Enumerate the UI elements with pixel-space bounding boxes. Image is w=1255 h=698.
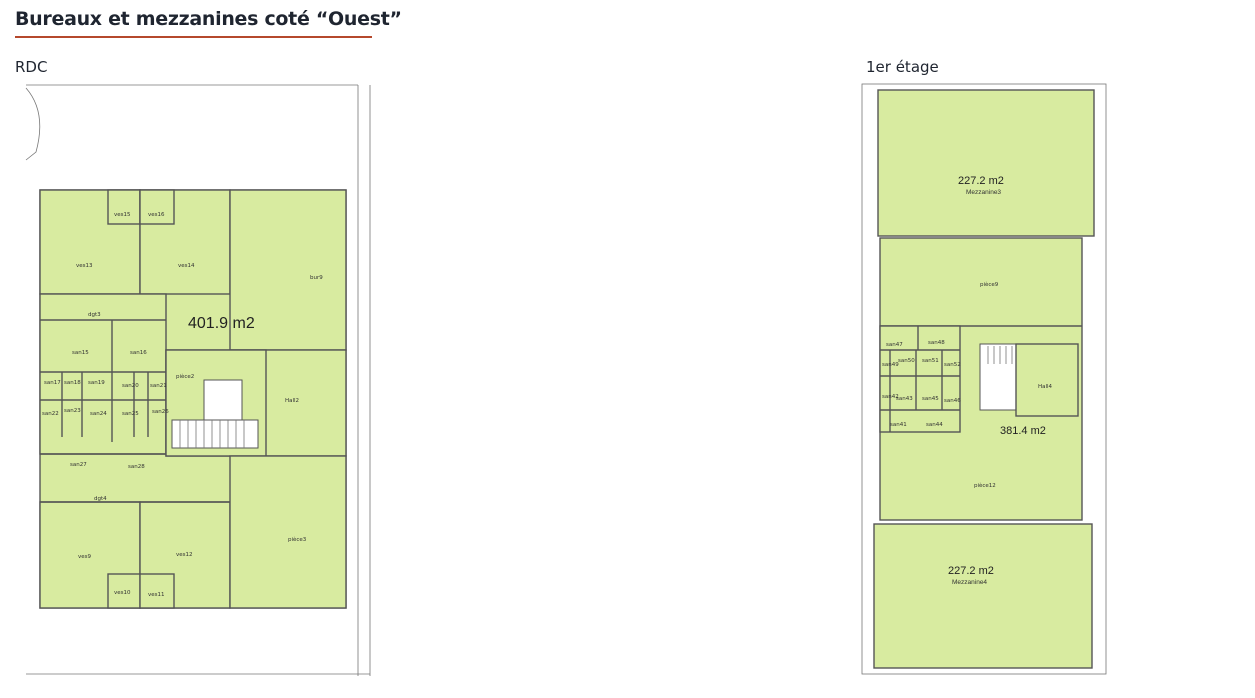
label-san27: san27	[70, 462, 87, 468]
label-ves16: ves16	[148, 212, 165, 218]
label-san17: san17	[44, 380, 61, 386]
etage-area: 381.4 m2	[1000, 425, 1046, 437]
label-san28: san28	[128, 464, 145, 470]
page-title: Bureaux et mezzanines coté “Ouest”	[15, 8, 402, 30]
stair-well	[203, 379, 243, 421]
room-ves16	[139, 189, 175, 225]
label-san50: san50	[898, 358, 915, 364]
etage-stair-well	[979, 343, 1017, 411]
room-mezzanine4	[873, 523, 1093, 669]
label-ves10: ves10	[114, 590, 131, 596]
label-san42: san42	[882, 394, 899, 400]
mezz4-area: 227.2 m2	[948, 565, 994, 577]
etage-floor-plan: 227.2 m2 Mezzanine3 pièce9 san47 san48 s…	[861, 83, 1107, 675]
label-piece9: pièce9	[980, 281, 999, 288]
rdc-area: 401.9 m2	[188, 315, 255, 332]
mezz4-name: Mezzanine4	[952, 579, 987, 586]
label-piece3: pièce3	[288, 536, 307, 543]
label-bur9: bur9	[310, 275, 323, 281]
label-san20: san20	[122, 383, 139, 389]
label-san22: san22	[42, 411, 59, 417]
label-san46: san46	[944, 398, 961, 404]
label-san52: san52	[944, 362, 961, 368]
label-ves11: ves11	[148, 592, 165, 598]
label-ves12: ves12	[176, 552, 193, 558]
label-san25: san25	[122, 411, 139, 417]
stair-steps	[179, 420, 245, 448]
label-san18: san18	[64, 380, 81, 386]
label-piece12: pièce12	[974, 482, 996, 489]
label-piece2: pièce2	[176, 373, 194, 380]
label-san26: san26	[152, 409, 169, 415]
rdc-floor-plan: ves15 ves16 ves13 ves14 bur9 dgt3 401.9 …	[25, 84, 371, 676]
room-ves15	[107, 189, 141, 225]
label-san51: san51	[922, 358, 939, 364]
label-hall2: Hall2	[285, 398, 299, 404]
label-san16: san16	[130, 350, 147, 356]
label-ves15: ves15	[114, 212, 131, 218]
label-san15: san15	[72, 350, 89, 356]
staircase	[171, 419, 259, 449]
label-san45: san45	[922, 396, 939, 402]
label-san47: san47	[886, 342, 903, 348]
room-ves11	[139, 573, 175, 609]
label-hall4: Hall4	[1038, 384, 1053, 390]
label-dgt4: dgt4	[94, 496, 107, 502]
room-bur9	[229, 189, 347, 351]
mezz3-area: 227.2 m2	[958, 175, 1004, 187]
label-ves13: ves13	[76, 263, 93, 269]
label-san48: san48	[928, 340, 945, 346]
label-san43: san43	[896, 396, 913, 402]
room-piece3	[229, 455, 347, 609]
rdc-label: RDC	[15, 58, 48, 76]
label-san41: san41	[890, 422, 907, 428]
etage-label: 1er étage	[866, 58, 939, 76]
label-san19: san19	[88, 380, 105, 386]
etage-sanitary-block	[879, 325, 961, 433]
label-ves9: ves9	[78, 554, 92, 560]
label-ves14: ves14	[178, 263, 195, 269]
label-dgt3: dgt3	[88, 312, 101, 318]
room-mezzanine3	[877, 89, 1095, 237]
label-san24: san24	[90, 411, 107, 417]
label-san49: san49	[882, 362, 899, 368]
label-san23: san23	[64, 408, 81, 414]
rdc-curve-corner	[25, 87, 41, 161]
title-underline	[15, 36, 372, 38]
etage-stair-steps	[987, 346, 1013, 364]
room-hall4	[1015, 343, 1079, 417]
mezz3-name: Mezzanine3	[966, 189, 1001, 196]
sanitary-block	[39, 293, 167, 455]
label-san21: san21	[150, 383, 167, 389]
label-san44: san44	[926, 422, 943, 428]
etage-outline	[861, 83, 1107, 675]
